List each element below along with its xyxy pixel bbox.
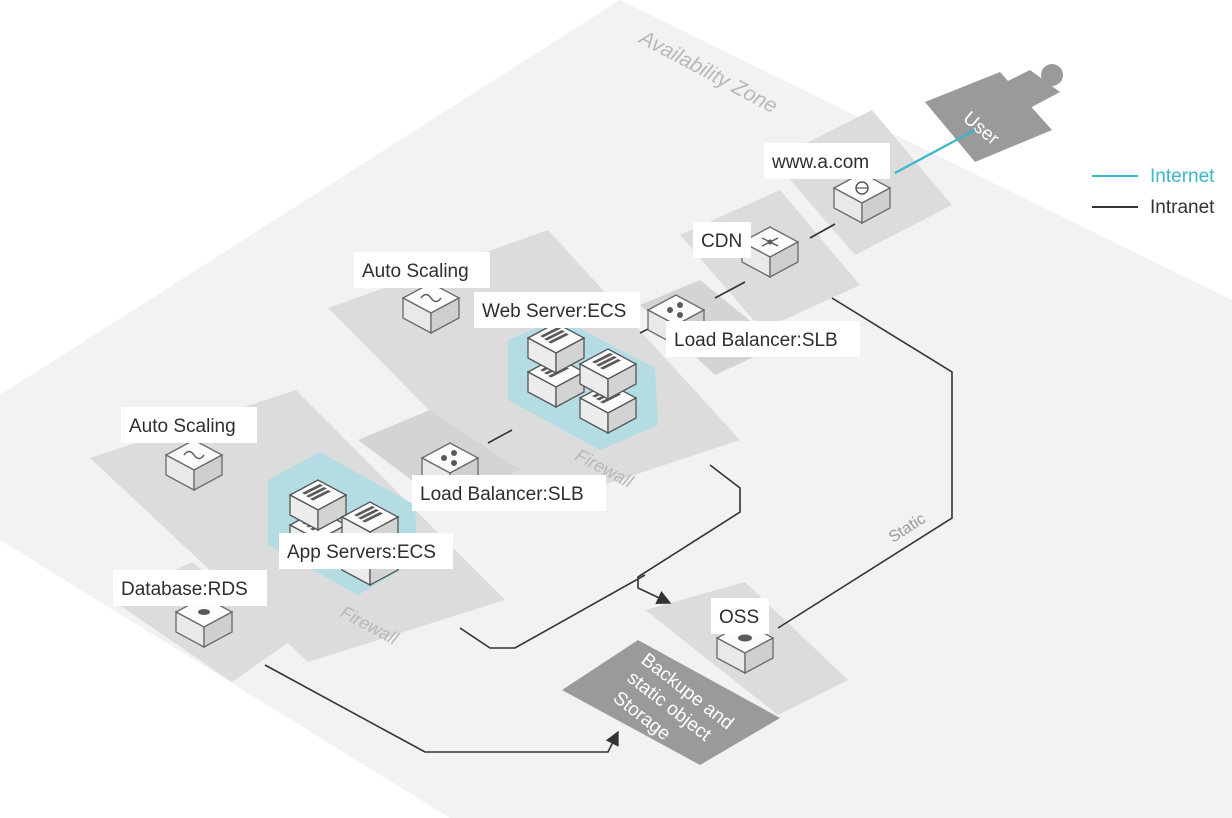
balancer-icon [647,294,705,346]
autoscaling-icon [402,282,460,334]
app-slb-node: Load Balancer:SLB [412,475,606,511]
web-slb-node: Load Balancer:SLB [666,321,860,357]
web-autoscaling-node: Auto Scaling [354,252,490,288]
web-server-node: Web Server:ECS [474,292,640,328]
database-icon [175,596,233,648]
autoscaling-icon [165,439,223,491]
link-app-oss [459,574,646,649]
link-web-appslb [487,429,513,444]
app-autoscaling-node: Auto Scaling [121,407,257,443]
legend-internet-label: Internet [1150,166,1215,187]
cloud-storage-icon [716,622,774,674]
web-slb-label: Load Balancer:SLB [674,330,838,351]
globe-icon [833,172,891,224]
balancer-icon [421,442,479,494]
link-db-storage [264,664,619,753]
domain-node: www.a.com [764,143,890,179]
oss-label: OSS [719,607,759,628]
app-servers-node: App Servers:ECS [279,533,453,569]
app-autoscaling-label: Auto Scaling [129,416,236,437]
domain-label: www.a.com [771,152,869,173]
user-person-icon [1000,64,1063,108]
legend: Internet Intranet [1092,166,1215,218]
link-cdn-oss-static [777,297,953,629]
link-web-oss [637,464,741,605]
link-cdn-slb [714,281,746,299]
cdn-label: CDN [701,231,742,252]
web-server-label: Web Server:ECS [482,301,626,322]
database-node: Database:RDS [113,570,267,606]
storage-box [562,640,780,765]
app-servers-label: App Servers:ECS [287,542,436,563]
database-label: Database:RDS [121,579,248,600]
cdn-node: CDN [693,222,751,258]
app-slb-label: Load Balancer:SLB [420,484,584,505]
link-domain-cdn [809,223,836,239]
network-icon [741,226,799,278]
web-autoscaling-label: Auto Scaling [362,261,469,282]
internet-link [894,129,976,174]
oss-node: OSS [711,598,769,634]
legend-intranet-label: Intranet [1150,197,1215,218]
